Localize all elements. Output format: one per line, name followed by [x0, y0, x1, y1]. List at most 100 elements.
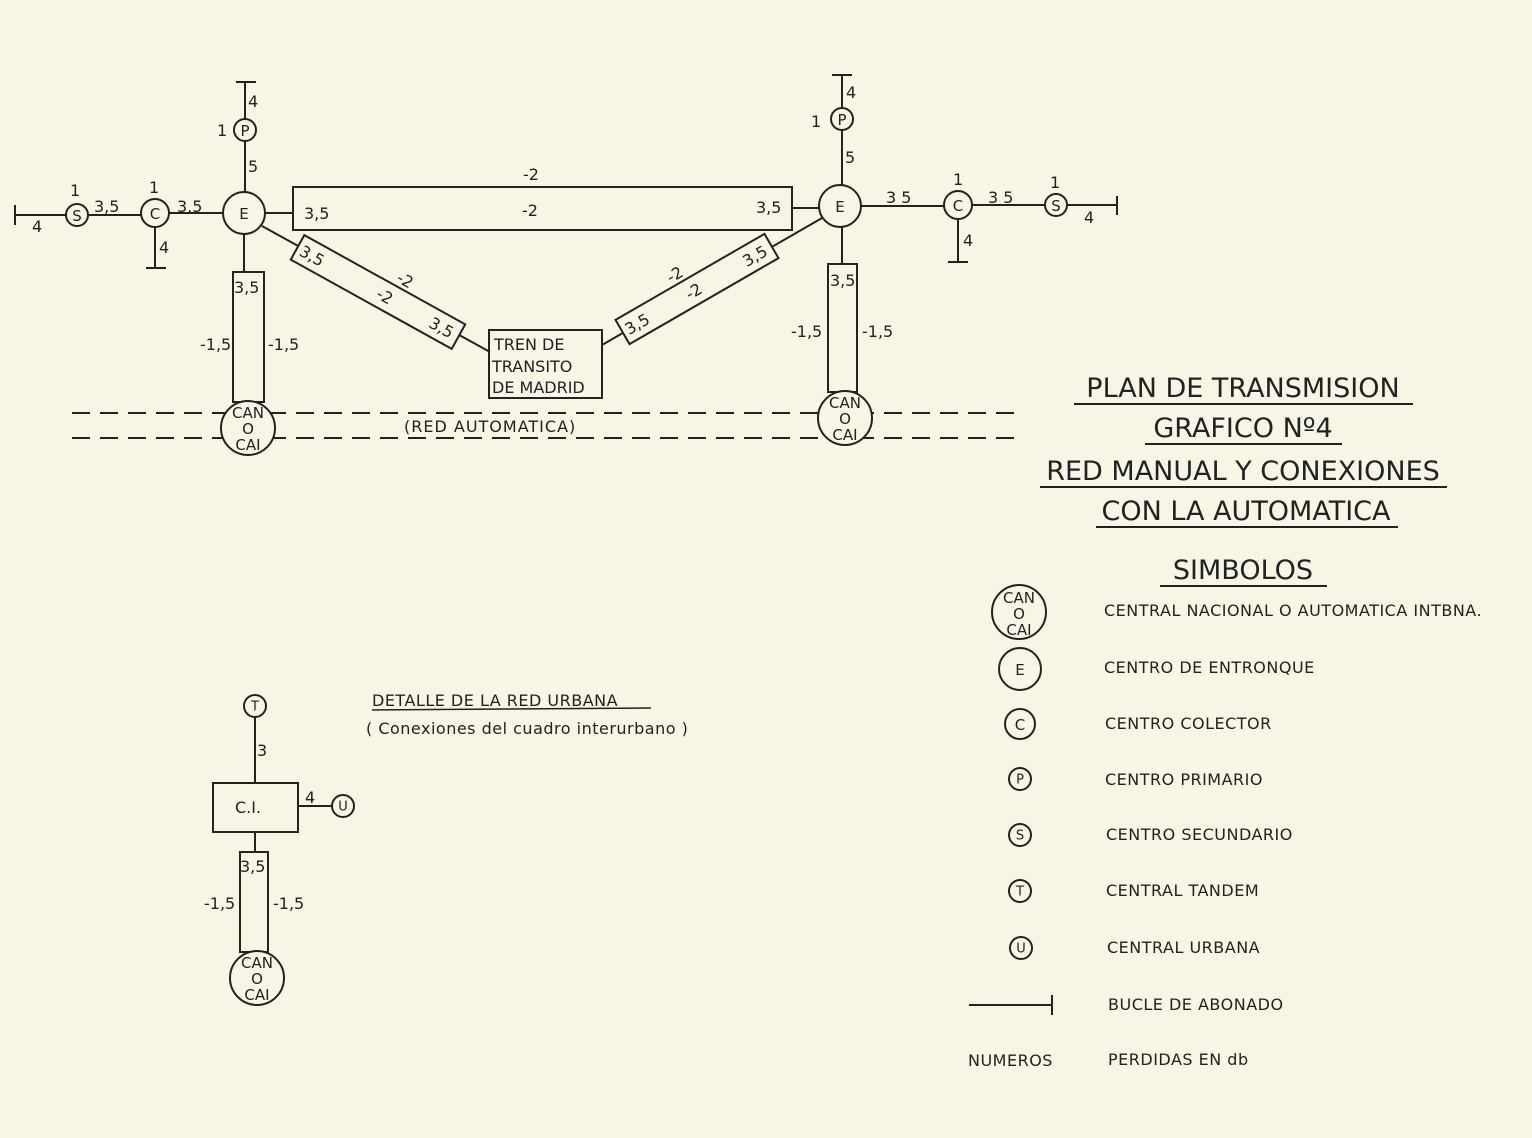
label-network-trunk-left_end: 3,5 — [304, 204, 329, 223]
urban-network-detail: DETALLE DE LA RED URBANA ( Conexiones de… — [204, 691, 688, 1006]
right-s-node — [1044, 193, 1068, 217]
legend-item-can: CAN O CAI CENTRAL NACIONAL O AUTOMATICA … — [991, 584, 1482, 640]
label-legend-items-5-label: CENTRAL TANDEM — [1106, 881, 1259, 900]
label-network-left-s_loop: 4 — [32, 217, 42, 236]
legend-item-loop: BUCLE DE ABONADO — [969, 995, 1284, 1015]
left-links — [14, 205, 223, 225]
label-network-right-s_loop: 4 — [1084, 208, 1094, 227]
label-legend-items-4-label: CENTRO SECUNDARIO — [1106, 825, 1293, 844]
right-can-link: 3,5 -1,5 -1,5 — [791, 227, 893, 393]
label-nodes-C: C — [1015, 716, 1025, 734]
label-detail-title: DETALLE DE LA RED URBANA — [372, 691, 618, 710]
left-can-node: CAN O CAI — [220, 400, 276, 456]
label-nodes-U: U — [338, 800, 348, 815]
left-can-link: 3,5 -1,5 -1,5 — [200, 234, 299, 403]
red-automatica: (RED AUTOMATICA) CAN O CAI CAN O CAI — [72, 390, 1024, 456]
label-network-trunk-right_end: 3,5 — [756, 198, 781, 217]
trunk-link: -2 -2 3,5 3,5 — [265, 165, 819, 231]
label-legend-items-2-label: CENTRO COLECTOR — [1105, 714, 1272, 733]
label-nodes-P: P — [1016, 773, 1024, 788]
label-network-trunk-above: -2 — [523, 165, 539, 184]
legend-item-c: C CENTRO COLECTOR — [1004, 708, 1272, 740]
label-legend-items-7-label: BUCLE DE ABONADO — [1108, 995, 1284, 1014]
label-network-left-c_loop: 4 — [159, 238, 169, 257]
legend-item-s: S CENTRO SECUNDARIO — [1008, 823, 1293, 847]
right-links — [861, 196, 1118, 215]
label-nodes-can_line1: CAN — [1003, 589, 1035, 607]
label-legend-items-6-label: CENTRAL URBANA — [1107, 938, 1260, 957]
label-nodes-can_line2: O — [839, 410, 851, 428]
label-nodes-can_line1: CAN — [241, 954, 273, 972]
label-detail-t_ci: 3 — [257, 741, 267, 760]
legend-item-u: U CENTRAL URBANA — [1009, 936, 1260, 960]
legend-item-p: P CENTRO PRIMARIO — [1008, 767, 1262, 791]
label-detail-left: -1,5 — [204, 894, 235, 913]
label-network-right-e_c: 3 5 — [886, 188, 911, 207]
label-nodes-U: U — [1016, 942, 1026, 957]
label-network-right-p_side: 1 — [811, 112, 821, 131]
label-nodes-S: S — [1051, 197, 1061, 215]
label-legend-numbers_key: NUMEROS — [968, 1051, 1053, 1070]
label-nodes-can_line1: CAN — [829, 394, 861, 412]
label-detail-ci: C.I. — [235, 798, 261, 817]
legend-item-e: E CENTRO DE ENTRONQUE — [998, 647, 1315, 691]
label-network-tren-0: TREN DE — [493, 335, 564, 354]
label-network-left_can-right: -1,5 — [268, 335, 299, 354]
left-c-loop — [146, 227, 166, 269]
label-detail-box_top: 3,5 — [240, 857, 265, 876]
label-network-right-p_loop: 4 — [846, 83, 856, 102]
left-p-link — [236, 81, 256, 192]
label-network-left-s_top: 1 — [70, 181, 80, 200]
label-nodes-P: P — [837, 111, 846, 129]
label-nodes-S: S — [72, 207, 82, 225]
label-nodes-can_line1: CAN — [232, 404, 264, 422]
label-nodes-E: E — [239, 205, 248, 223]
label-network-right-e_p: 5 — [845, 148, 855, 167]
label-network-right_can-right: -1,5 — [862, 322, 893, 341]
label-network-left-e_p: 5 — [248, 157, 258, 176]
label-network-left-c_top: 1 — [149, 178, 159, 197]
right-c-loop — [948, 219, 968, 263]
label-network-left-s_c: 3,5 — [94, 197, 119, 216]
right-diagonal-link: 3,5 -2 -2 3,5 — [601, 217, 823, 346]
label-title-2: RED MANUAL Y CONEXIONES — [1046, 456, 1440, 487]
label-nodes-can_line3: CAI — [235, 436, 260, 454]
right-can-node: CAN O CAI — [817, 390, 873, 446]
left-diagonal-link: 3,5 -2 -2 3,5 — [261, 225, 491, 353]
label-nodes-T: T — [1015, 885, 1024, 900]
label-title-1: GRAFICO Nº4 — [1153, 413, 1332, 444]
detail-can-node: CAN O CAI — [229, 950, 285, 1006]
label-nodes-E: E — [835, 198, 844, 216]
label-nodes-can_line2: O — [251, 970, 263, 988]
label-network-right_can-top: 3,5 — [830, 271, 855, 290]
label-legend-items-1-label: CENTRO DE ENTRONQUE — [1104, 658, 1315, 677]
label-nodes-E: E — [1015, 661, 1024, 679]
label-network-left-c_e: 3,5 — [177, 197, 202, 216]
label-legend-items-0-label: CENTRAL NACIONAL O AUTOMATICA INTBNA. — [1104, 601, 1482, 620]
label-nodes-can_line3: CAI — [244, 986, 269, 1004]
left-p-node — [233, 118, 257, 142]
label-nodes-T: T — [250, 700, 259, 715]
label-nodes-S: S — [1016, 829, 1024, 844]
detail-u-node — [331, 794, 355, 818]
legend: SIMBOLOS CAN O CAI CENTRAL NACIONAL O AU… — [968, 555, 1482, 1070]
legend-item-t: T CENTRAL TANDEM — [1008, 879, 1259, 903]
label-nodes-P: P — [240, 122, 249, 140]
label-nodes-C: C — [953, 197, 963, 215]
label-network-right-c_s: 3 5 — [988, 188, 1013, 207]
label-network-tren-1: TRANSITO — [491, 357, 572, 376]
label-detail-subtitle: ( Conexiones del cuadro interurbano ) — [366, 719, 688, 738]
label-legend-numbers_label: PERDIDAS EN db — [1108, 1050, 1249, 1069]
label-network-red_automatica: (RED AUTOMATICA) — [404, 417, 576, 436]
right-cluster: E P C S 4 1 5 3 5 1 4 3 5 1 4 — [811, 74, 1118, 263]
label-legend-heading: SIMBOLOS — [1173, 555, 1313, 586]
label-nodes-can_line3: CAI — [832, 426, 857, 444]
left-s-node — [65, 203, 89, 227]
label-network-right-c_top: 1 — [953, 170, 963, 189]
label-network-left-p_loop: 4 — [248, 92, 258, 111]
label-network-left-p_side: 1 — [217, 121, 227, 140]
label-nodes-can_line3: CAI — [1006, 621, 1031, 639]
label-detail-ci_u: 4 — [305, 788, 315, 807]
label-network-left_can-top: 3,5 — [234, 278, 259, 297]
